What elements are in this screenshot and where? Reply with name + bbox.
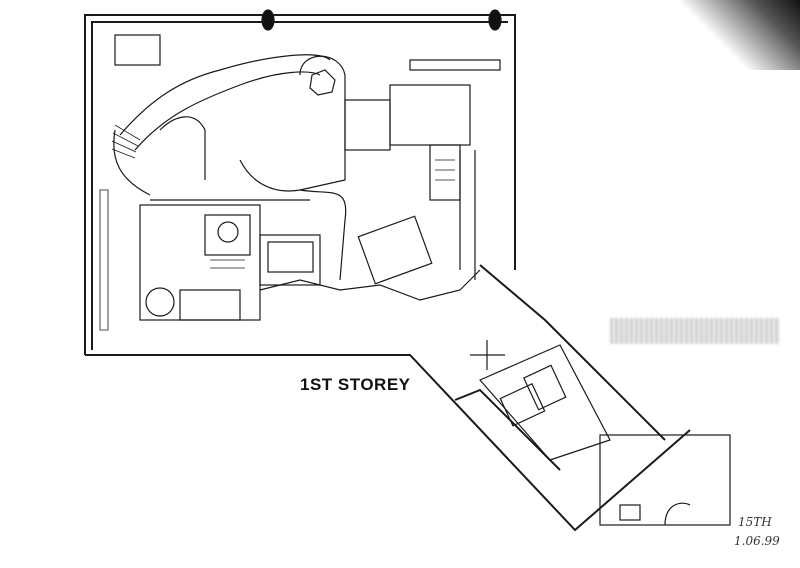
swimming-pool: [239, 55, 347, 281]
pond-curves: [113, 34, 331, 196]
entrance-block: [599, 434, 731, 526]
column-marker: [261, 9, 275, 31]
blurred-text-block: [610, 318, 780, 344]
handwritten-note-line1: 15TH: [738, 515, 772, 529]
handwritten-note-line2: 1.06.99: [734, 534, 780, 548]
drawing-title: 1ST STOREY: [300, 375, 411, 394]
outer-boundary: [84, 14, 691, 532]
side-strip: [99, 189, 109, 331]
stairs: [111, 124, 455, 269]
column-marker: [488, 9, 502, 31]
scan-shadow: [680, 0, 800, 70]
car-park: [470, 340, 611, 461]
building-rooms: [139, 59, 501, 321]
